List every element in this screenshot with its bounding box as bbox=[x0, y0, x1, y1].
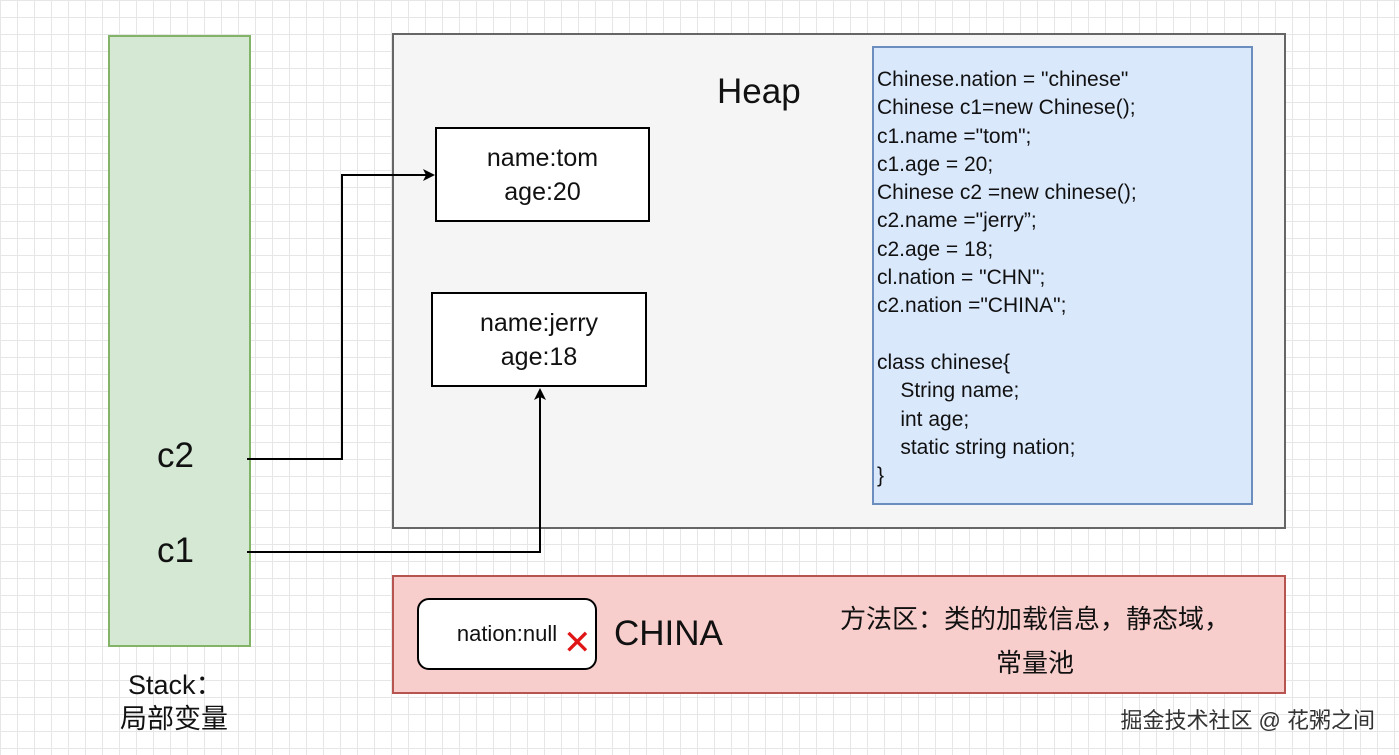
method-area-description: 方法区：类的加载信息，静态域， 常量池 bbox=[800, 597, 1270, 685]
stack-var-c2: c2 bbox=[157, 436, 194, 475]
code-line: Chinese.nation = "chinese" bbox=[877, 68, 1129, 91]
static-field-label: nation:null bbox=[456, 621, 558, 646]
code-line: cl.nation = "CHN"; bbox=[877, 266, 1046, 290]
static-field-new-value: CHINA bbox=[614, 614, 723, 653]
static-field-box: nation:null bbox=[417, 598, 597, 670]
heap-object-jerry: name:jerry age:18 bbox=[431, 292, 647, 387]
object-name-field: name:tom bbox=[486, 143, 599, 172]
stack-region bbox=[108, 35, 251, 647]
heap-title: Heap bbox=[717, 72, 801, 111]
code-line: class chinese{ bbox=[877, 350, 1011, 374]
object-age-field: age:18 bbox=[500, 342, 578, 371]
code-line: } bbox=[877, 464, 885, 488]
code-line: String name; bbox=[877, 379, 1020, 403]
watermark: 掘金技术社区 @ 花粥之间 bbox=[1120, 708, 1375, 733]
code-line: static string nation; bbox=[877, 435, 1076, 459]
stack-caption: Stack： 局部变量 bbox=[120, 668, 228, 736]
object-age-field: age:20 bbox=[504, 177, 581, 206]
code-line: c2.age = 18; bbox=[877, 237, 994, 261]
code-panel: Chinese.nation = "chinese" Chinese c1=ne… bbox=[872, 46, 1253, 505]
code-line: c2.nation ="CHINA"; bbox=[877, 294, 1067, 318]
code-line: int age; bbox=[877, 407, 970, 431]
code-line: c2.name ="jerry”; bbox=[877, 209, 1037, 233]
arrow-c1-to-jerry bbox=[247, 388, 546, 553]
code-line: Chinese c2 =new chinese(); bbox=[877, 181, 1137, 205]
stack-var-c1: c1 bbox=[157, 531, 194, 570]
heap-object-tom: name:tom age:20 bbox=[435, 127, 650, 222]
code-line: Chinese c1=new Chinese(); bbox=[877, 96, 1136, 120]
object-name-field: name:jerry bbox=[479, 308, 599, 337]
cross-icon: ✕ bbox=[563, 624, 592, 662]
arrow-c2-to-tom bbox=[247, 169, 435, 460]
code-line: c1.name ="tom"; bbox=[877, 124, 1032, 148]
stack-caption-line: Stack： bbox=[128, 670, 223, 700]
stack-caption-line: 局部变量 bbox=[120, 704, 228, 734]
method-area-desc-line: 方法区：类的加载信息，静态域， bbox=[839, 604, 1230, 634]
method-area-desc-line: 常量池 bbox=[995, 648, 1074, 678]
code-line: c1.age = 20; bbox=[877, 152, 994, 176]
